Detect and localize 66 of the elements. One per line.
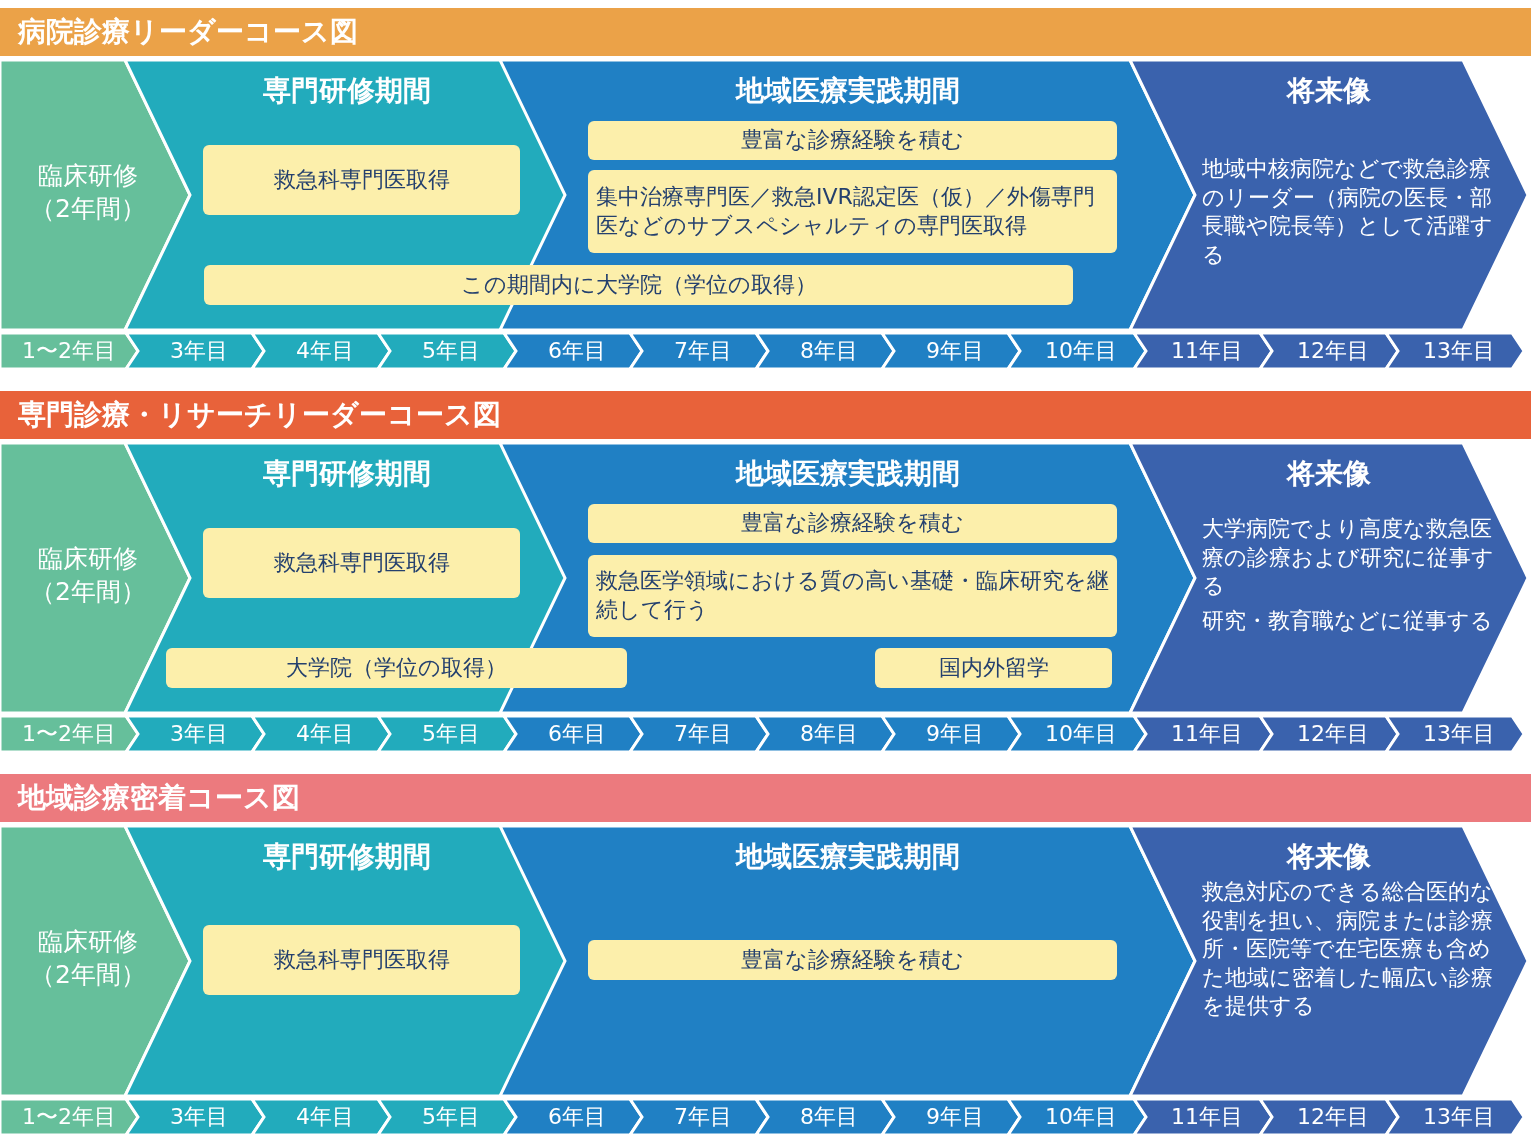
phase-description: 研究・教育職などに従事する xyxy=(1202,606,1494,635)
year-tab: 11年目 xyxy=(1134,1099,1272,1135)
section-header: 地域診療密着コース図 xyxy=(0,774,1531,822)
year-tab: 13年目 xyxy=(1386,716,1524,752)
milestone-box: 集中治療専門医／救急IVR認定医（仮）／外傷専門医などのサブスペシャルティの専門医取得 xyxy=(588,170,1117,253)
milestone-box: 豊富な診療経験を積む xyxy=(588,121,1117,160)
year-tab: 5年目 xyxy=(378,1099,516,1135)
year-tab: 9年目 xyxy=(882,716,1020,752)
milestone-box: 救急科専門医取得 xyxy=(203,925,520,995)
year-tab: 1〜2年目 xyxy=(0,716,138,752)
milestone-box: 救急科専門医取得 xyxy=(203,528,520,598)
phase-title: 地域医療実践期間 xyxy=(734,839,961,875)
milestone-box: 救急科専門医取得 xyxy=(203,145,520,215)
year-tab: 10年目 xyxy=(1008,716,1146,752)
phase-title: 臨床研修（2年間） xyxy=(29,926,147,991)
phase-title: 将来像 xyxy=(1285,839,1372,875)
milestone-box: 豊富な診療経験を積む xyxy=(588,940,1117,980)
year-tab: 9年目 xyxy=(882,1099,1020,1135)
year-tab: 1〜2年目 xyxy=(0,1099,138,1135)
phase-description: 地域中核病院などで救急診療のリーダー（病院の医長・部長職や院長等）として活躍する xyxy=(1202,155,1494,269)
year-tab: 10年目 xyxy=(1008,333,1146,369)
year-tab: 8年目 xyxy=(756,333,894,369)
year-tab: 11年目 xyxy=(1134,333,1272,369)
year-tab: 4年目 xyxy=(252,1099,390,1135)
phase-title: 臨床研修（2年間） xyxy=(29,543,147,608)
phase-title: 地域医療実践期間 xyxy=(734,456,961,492)
year-tab: 10年目 xyxy=(1008,1099,1146,1135)
year-tab: 8年目 xyxy=(756,716,894,752)
year-tab: 13年目 xyxy=(1386,333,1524,369)
milestone-box: 大学院（学位の取得） xyxy=(166,648,627,688)
year-tab: 7年目 xyxy=(630,716,768,752)
milestone-box: この期間内に大学院（学位の取得） xyxy=(204,265,1073,305)
section-header: 病院診療リーダーコース図 xyxy=(0,8,1531,56)
phase-title: 臨床研修（2年間） xyxy=(29,160,147,225)
year-tab: 7年目 xyxy=(630,333,768,369)
year-tab: 13年目 xyxy=(1386,1099,1524,1135)
phase-title: 将来像 xyxy=(1285,456,1372,492)
year-tab: 9年目 xyxy=(882,333,1020,369)
milestone-box: 救急医学領域における質の高い基礎・臨床研究を継続して行う xyxy=(588,555,1117,637)
year-tab: 3年目 xyxy=(126,716,264,752)
year-tab: 3年目 xyxy=(126,1099,264,1135)
year-tab: 12年目 xyxy=(1260,1099,1398,1135)
phase-title: 専門研修期間 xyxy=(261,456,432,492)
phase-description: 救急対応のできる総合医的な役割を担い、病院または診療所・医院等で在宅医療も含めた地域に密着した幅広い診療を提供する xyxy=(1202,878,1494,1021)
year-tab: 6年目 xyxy=(504,716,642,752)
year-tab: 12年目 xyxy=(1260,333,1398,369)
year-tab: 3年目 xyxy=(126,333,264,369)
year-tab: 8年目 xyxy=(756,1099,894,1135)
year-tab: 5年目 xyxy=(378,716,516,752)
year-tab: 12年目 xyxy=(1260,716,1398,752)
phase-title: 地域医療実践期間 xyxy=(734,73,961,109)
milestone-box: 豊富な診療経験を積む xyxy=(588,504,1117,543)
year-tab: 5年目 xyxy=(378,333,516,369)
phase-title: 専門研修期間 xyxy=(261,73,432,109)
year-tab: 1〜2年目 xyxy=(0,333,138,369)
year-tab: 4年目 xyxy=(252,333,390,369)
year-tab: 6年目 xyxy=(504,1099,642,1135)
year-tab: 11年目 xyxy=(1134,716,1272,752)
section-header: 専門診療・リサーチリーダーコース図 xyxy=(0,391,1531,439)
phase-description: 大学病院でより高度な救急医療の診療および研究に従事する xyxy=(1202,515,1495,601)
year-tab: 6年目 xyxy=(504,333,642,369)
milestone-box: 国内外留学 xyxy=(875,648,1112,688)
phase-title: 専門研修期間 xyxy=(261,839,432,875)
phase-title: 将来像 xyxy=(1285,73,1372,109)
year-tab: 4年目 xyxy=(252,716,390,752)
year-tab: 7年目 xyxy=(630,1099,768,1135)
